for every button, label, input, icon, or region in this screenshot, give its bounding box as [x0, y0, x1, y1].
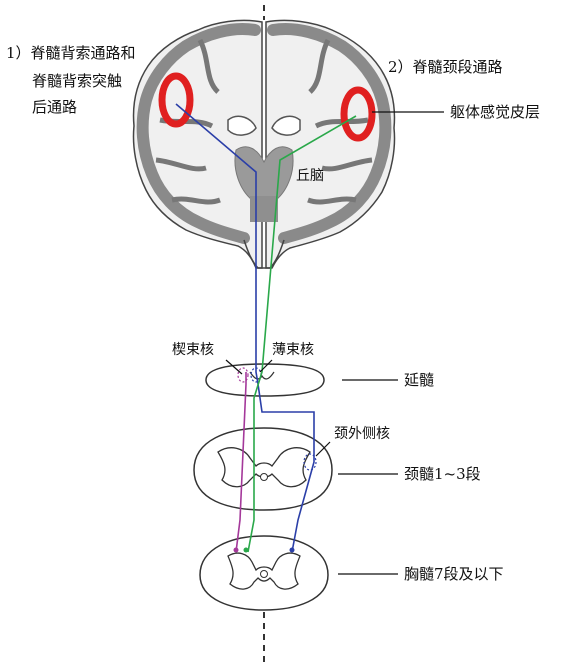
- medulla-section: [206, 364, 324, 396]
- label-thoracic-cord: 胸髓7段及以下: [404, 565, 504, 583]
- pathway-green-start-dot: [244, 548, 249, 553]
- label-pathway-2: 2）脊髓颈段通路: [388, 58, 503, 76]
- label-medulla: 延髓: [404, 371, 434, 389]
- label-cervical-cord: 颈髓1~3段: [404, 465, 481, 483]
- pathway-blue-start-dot: [290, 548, 295, 553]
- thoracic-central-canal: [261, 571, 268, 578]
- label-pathway-1-line1: 1）脊髓背索通路和: [6, 44, 136, 62]
- sulcus-right-4: [308, 199, 356, 202]
- label-lateral-cervical-nucleus: 颈外侧核: [334, 426, 390, 442]
- label-cuneate-nucleus: 楔束核: [172, 342, 214, 358]
- brain-right-hemisphere: [266, 20, 395, 268]
- sulcus-left-4: [172, 199, 220, 202]
- cervical-central-canal: [261, 474, 268, 481]
- brainstem-gray: [250, 196, 278, 222]
- label-gracile-nucleus: 薄束核: [272, 342, 314, 358]
- label-pathway-1-line2: 脊髓背索突触: [32, 72, 122, 90]
- brain-left-hemisphere: [134, 20, 263, 268]
- label-somatosensory-cortex: 躯体感觉皮层: [450, 103, 540, 121]
- pathway-magenta-start-dot: [234, 548, 239, 553]
- thoracic-cord-section: [200, 536, 328, 610]
- medulla-outline: [206, 364, 324, 396]
- brain-coronal-section: [134, 20, 395, 268]
- label-thalamus: 丘脑: [296, 168, 324, 184]
- label-pathway-1-line3: 后通路: [32, 98, 77, 116]
